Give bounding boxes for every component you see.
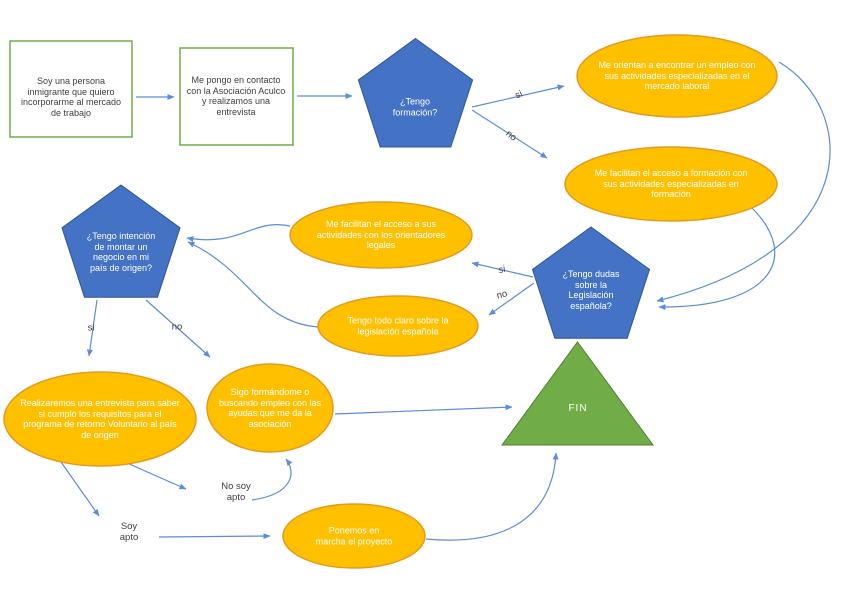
edge-empleo-qlegislacion	[656, 61, 831, 303]
node-formacion-ellipse	[564, 146, 778, 222]
node-fin-triangle	[501, 341, 654, 446]
node-contact-rectangle	[179, 47, 294, 146]
node-q-negocio-pentagon	[61, 184, 181, 298]
node-empleo-ellipse	[576, 34, 778, 118]
edge-entrevista-soyapto	[60, 461, 100, 517]
edge-formacion-qlegislacion	[658, 206, 776, 311]
edge-qlegislacion-todoclaro-no	[488, 282, 535, 316]
edge-entrevista-nosoyapto	[126, 462, 187, 490]
node-q-formacion-pentagon	[357, 37, 474, 148]
edge-qnegocio-sigoformandome-no	[145, 299, 211, 358]
edge-qformacion-empleo-si	[471, 84, 565, 108]
edge-soyapto-proyecto	[158, 533, 271, 540]
node-orientadores-ellipse	[289, 201, 473, 269]
node-q-legislacion-pentagon	[531, 226, 651, 339]
edge-qnegocio-entrevista-si	[86, 299, 98, 357]
node-start-rectangle	[9, 40, 133, 138]
node-proyecto-ellipse	[282, 503, 426, 569]
node-todo-claro-ellipse	[317, 295, 479, 357]
edge-proyecto-fin	[425, 452, 559, 541]
node-sigo-formandome-ellipse	[206, 363, 334, 453]
edge-qlegislacion-orientadores-si	[471, 261, 534, 278]
edge-nosoyapto-sigoformandome	[251, 458, 293, 501]
node-entrevista-retorno-ellipse	[3, 371, 197, 467]
edge-sigoformandome-fin	[334, 404, 513, 415]
edge-orientadores-qnegocio	[186, 224, 291, 243]
edge-todoclaro-qnegocio	[187, 241, 319, 328]
edge-qformacion-formacion-no	[471, 109, 548, 159]
